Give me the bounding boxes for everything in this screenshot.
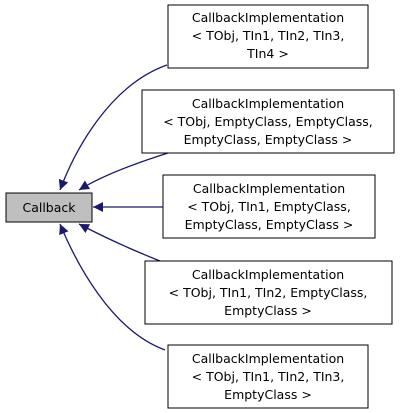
derived-label-line: CallbackImplementation xyxy=(192,96,344,111)
derived-label-line: < TObj, TIn1, TIn2, TIn3, xyxy=(192,369,345,384)
edge-derived-2 xyxy=(78,152,169,191)
edge-derived-1 xyxy=(58,64,168,191)
derived-label-line: CallbackImplementation xyxy=(193,181,345,196)
derived-label-line: EmptyClass > xyxy=(224,303,312,318)
derived-label-line: CallbackImplementation xyxy=(192,351,344,366)
derived-class-node[interactable]: CallbackImplementation < TObj, TIn1, TIn… xyxy=(167,4,369,69)
derived-label-line: < TObj, TIn1, TIn2, EmptyClass, xyxy=(169,285,368,300)
derived-class-node[interactable]: CallbackImplementation < TObj, TIn1, TIn… xyxy=(167,344,369,409)
derived-class-node[interactable]: CallbackImplementation < TObj, TIn1, TIn… xyxy=(144,260,393,325)
derived-class-node[interactable]: CallbackImplementation < TObj, EmptyClas… xyxy=(141,89,395,154)
edge-derived-5 xyxy=(59,223,166,351)
derived-class-node[interactable]: CallbackImplementation < TObj, TIn1, Emp… xyxy=(162,174,376,239)
base-class-label: Callback xyxy=(22,200,76,215)
edge-derived-4 xyxy=(78,223,161,262)
derived-label-line: EmptyClass, EmptyClass > xyxy=(184,132,353,147)
inheritance-edges xyxy=(58,64,169,351)
derived-label-line: < TObj, TIn1, EmptyClass, xyxy=(187,199,351,214)
derived-label-line: TIn4 > xyxy=(246,46,289,61)
derived-label-line: < TObj, TIn1, TIn2, TIn3, xyxy=(192,28,345,43)
derived-label-line: EmptyClass > xyxy=(224,387,312,402)
derived-label-line: < TObj, EmptyClass, EmptyClass, xyxy=(163,114,373,129)
derived-label-line: EmptyClass, EmptyClass > xyxy=(185,217,354,232)
base-class-node[interactable]: Callback xyxy=(5,192,93,223)
derived-label-line: CallbackImplementation xyxy=(192,267,344,282)
derived-label-line: CallbackImplementation xyxy=(192,10,344,25)
